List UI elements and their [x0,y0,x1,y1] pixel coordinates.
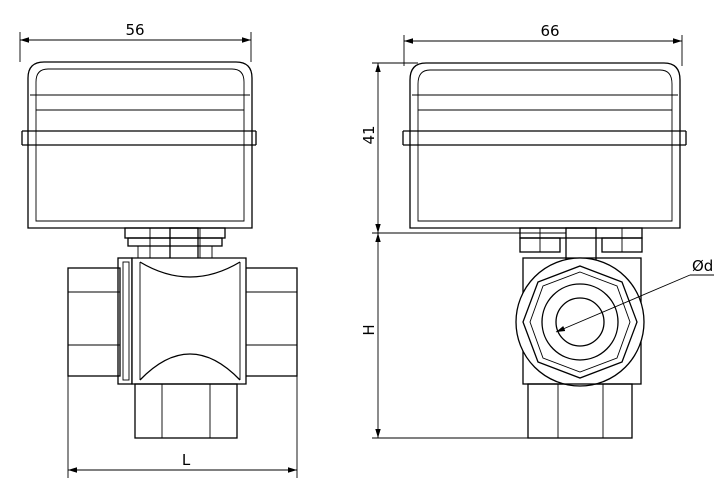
dimension-H-label: H [360,324,378,335]
dimension-H: H [360,232,566,439]
pipe-end-right [244,267,298,377]
bore-diameter-callout: Ød [555,257,714,333]
dimension-41: 41 [360,62,418,233]
dimension-66: 66 [403,22,683,66]
dimension-L-label: L [182,451,191,469]
dimension-66-label: 66 [540,22,559,40]
actuator-housing-side [402,62,687,229]
dimension-56-label: 56 [125,21,144,39]
stem-coupling-front [124,227,226,263]
bottom-outlet-front [134,383,238,439]
bottom-outlet-side [527,383,633,439]
bore-diameter-label: Ød [692,257,713,275]
dimension-56: 56 [19,21,252,62]
front-view: 56 [19,21,298,478]
dimension-41-label: 41 [360,125,378,144]
valve-body-front [131,257,247,385]
dimension-L: L [67,376,298,478]
actuator-housing-front [21,61,257,229]
side-view: 66 [360,22,714,439]
pipe-end-left [67,267,121,377]
